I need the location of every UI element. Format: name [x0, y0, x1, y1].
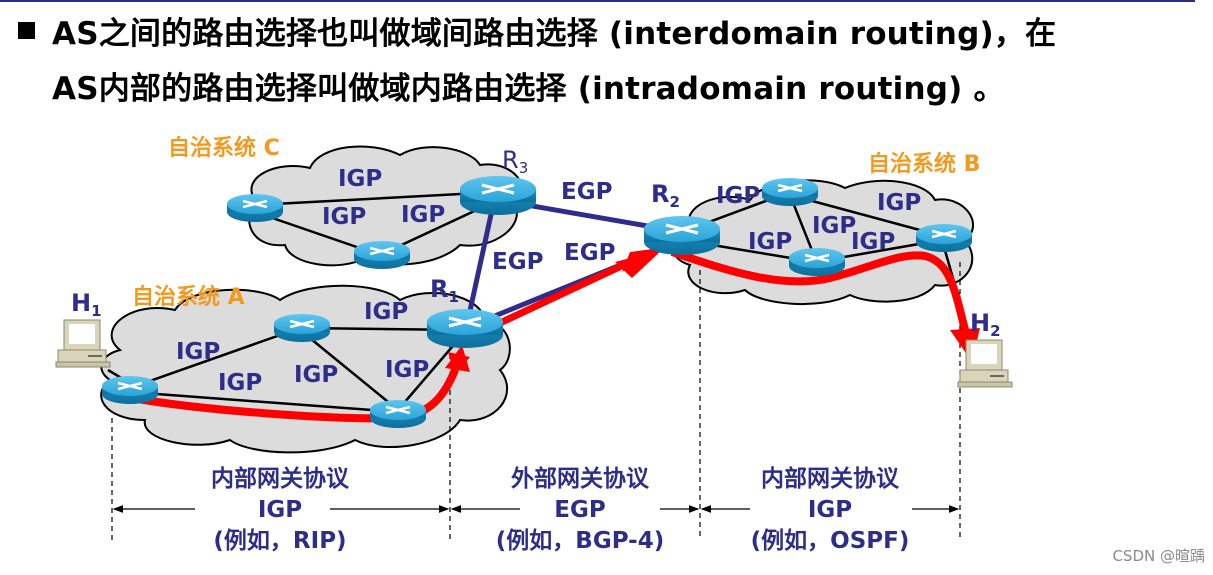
protocol-name: 内部网关协议: [211, 466, 349, 492]
igp-link-label: IGP: [748, 229, 793, 255]
igp-link-label: IGP: [851, 229, 896, 255]
host-h1-label: H1: [71, 289, 102, 320]
egp-link-label: EGP: [492, 249, 544, 275]
heading-line-2: AS内部的路由选择叫做域内路由选择 (intradomain routing) …: [52, 71, 1005, 107]
protocol-abbr: IGP: [257, 497, 303, 523]
as-b-label: 自治系统 B: [868, 152, 981, 177]
igp-link-label: IGP: [364, 299, 409, 325]
protocol-section-egp-bgp: 外部网关协议 EGP (例如，BGP-4): [465, 464, 695, 557]
router-r3-icon: [460, 176, 536, 215]
igp-link-label: IGP: [385, 357, 430, 383]
igp-link-label: IGP: [812, 213, 857, 239]
as-a-label: 自治系统 A: [132, 285, 245, 310]
protocol-example: (例如，BGP-4): [495, 528, 665, 554]
protocol-name: 外部网关协议: [511, 466, 649, 492]
router-icon: [102, 376, 158, 404]
router-icon: [354, 241, 410, 269]
host-h2-computer-icon: [957, 339, 1013, 388]
router-r1-label: R1: [430, 275, 459, 306]
watermark: CSDN @暄踽: [1112, 547, 1205, 565]
igp-link-label: IGP: [716, 183, 761, 209]
igp-link-label: IGP: [877, 190, 922, 216]
router-r2-icon: [644, 216, 720, 255]
protocol-section-igp-ospf: 内部网关协议 IGP (例如，OSPF): [720, 464, 940, 557]
protocol-example: (例如，OSPF): [750, 528, 910, 554]
egp-link-label: EGP: [564, 240, 616, 266]
heading-line-1: AS之间的路由选择也叫做域间路由选择 (interdomain routing)…: [52, 16, 1057, 52]
igp-link-label: IGP: [176, 339, 221, 365]
protocol-section-igp-rip: 内部网关协议 IGP (例如，RIP): [170, 464, 390, 557]
router-icon: [370, 400, 426, 428]
host-h2-label: H2: [970, 309, 1001, 340]
router-icon: [762, 178, 818, 206]
square-bullet-icon: [18, 22, 35, 39]
igp-link-label: IGP: [218, 370, 263, 396]
router-icon: [227, 194, 283, 222]
router-r3-label: R3: [502, 146, 529, 177]
protocol-name: 内部网关协议: [761, 466, 899, 492]
igp-link-label: IGP: [322, 204, 367, 230]
igp-link-label: IGP: [401, 202, 446, 228]
router-r1-icon: [427, 309, 503, 348]
as-c-label: 自治系统 C: [168, 136, 280, 161]
host-h1-computer-icon: [55, 319, 111, 368]
router-icon: [789, 248, 845, 276]
igp-link-label: IGP: [294, 362, 339, 388]
router-icon: [916, 224, 972, 252]
protocol-abbr: EGP: [554, 497, 606, 523]
protocol-abbr: IGP: [807, 497, 853, 523]
router-r2-label: R2: [651, 180, 680, 211]
top-border-line: [0, 0, 1195, 2]
igp-link-label: IGP: [338, 166, 383, 192]
protocol-example: (例如，RIP): [213, 528, 347, 554]
router-icon: [274, 314, 330, 342]
egp-link-label: EGP: [561, 179, 613, 205]
